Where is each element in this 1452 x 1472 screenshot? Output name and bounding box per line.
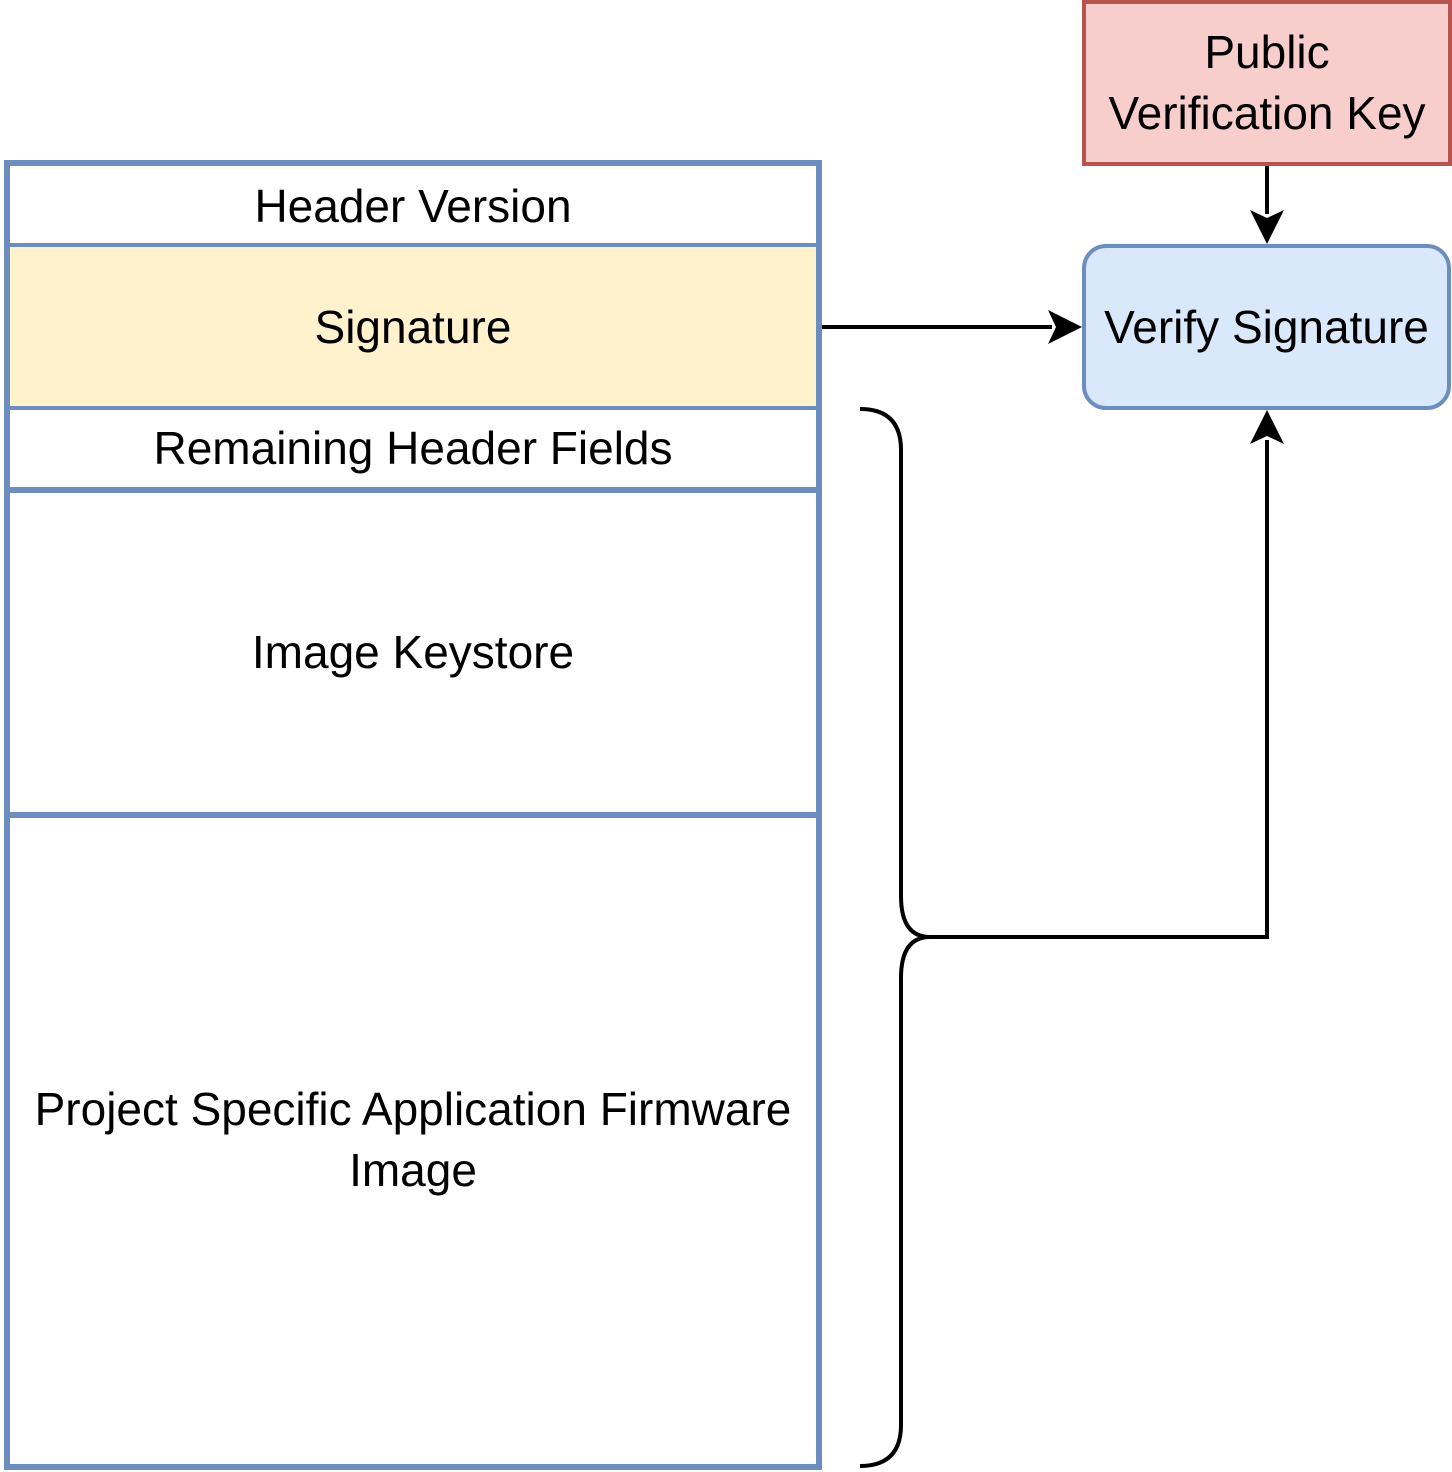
firmware-image-label: Project Specific Application Firmware Im…	[34, 1083, 792, 1196]
separator-line	[4, 406, 822, 410]
remaining-header-fields-segment: Remaining Header Fields	[4, 408, 822, 489]
public-verification-key-label: Public Verification Key	[1108, 26, 1426, 139]
signed-content-brace	[859, 407, 931, 1468]
image-keystore-label: Image Keystore	[251, 626, 575, 678]
signature-label: Signature	[314, 301, 512, 353]
signature-to-verify-arrowhead	[1048, 310, 1082, 344]
separator-line	[4, 243, 822, 247]
brace-to-verify-arrowhead	[1250, 410, 1284, 444]
image-keystore-segment: Image Keystore	[4, 492, 822, 813]
brace-to-verify-arrow-line	[930, 440, 1269, 939]
signature-segment: Signature	[4, 247, 822, 408]
key-to-verify-arrowhead	[1250, 210, 1284, 244]
verify-signature-label: Verify Signature	[1104, 300, 1429, 353]
separator-line	[4, 812, 822, 818]
separator-line	[4, 487, 822, 493]
remaining-header-fields-label: Remaining Header Fields	[153, 422, 673, 474]
header-version-label: Header Version	[254, 180, 572, 232]
firmware-image-segment: Project Specific Application Firmware Im…	[4, 816, 822, 1470]
public-verification-key-box: Public Verification Key	[1082, 0, 1452, 166]
header-version-segment: Header Version	[4, 160, 822, 247]
verify-signature-box: Verify Signature	[1082, 244, 1451, 410]
